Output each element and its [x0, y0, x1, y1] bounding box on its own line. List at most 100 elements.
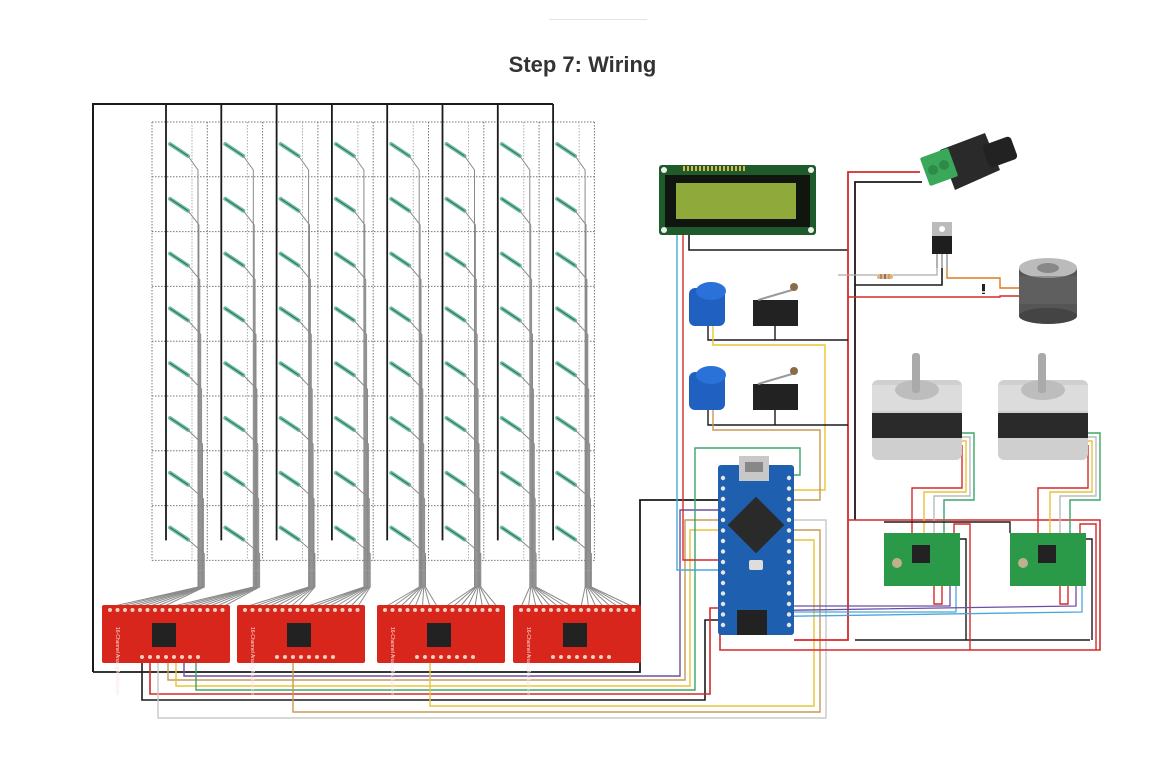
- limit-switch-2: [753, 367, 798, 410]
- wire: [933, 436, 971, 533]
- mux-control-pin: [299, 655, 303, 659]
- mux-input-wire: [222, 570, 261, 608]
- diode: [982, 284, 985, 294]
- nano-pin: [720, 580, 726, 586]
- reed-switch-core: [169, 253, 189, 267]
- mux-pin: [318, 608, 322, 612]
- reed-lead: [353, 155, 365, 571]
- reed-lead: [187, 374, 203, 571]
- mux-control-pin: [455, 655, 459, 659]
- nano-pin: [720, 517, 726, 523]
- limit-switch-1: [753, 283, 798, 326]
- mux-control-pin: [283, 655, 287, 659]
- mux-pin: [549, 608, 553, 612]
- mux-control-pin: [575, 655, 579, 659]
- wire: [884, 521, 1011, 533]
- reed-switch-core: [169, 362, 189, 376]
- wire: [1037, 445, 1089, 533]
- reed-lead: [353, 374, 368, 571]
- reed-switch-core: [556, 143, 576, 157]
- wire: [794, 586, 957, 613]
- section-divider: [549, 19, 647, 20]
- lcd-display: [659, 165, 816, 235]
- reed-lead: [408, 320, 423, 571]
- mux-input-wire: [580, 570, 586, 608]
- mux-input-wire: [588, 570, 612, 608]
- reed-lead: [353, 265, 367, 571]
- resistor: [877, 274, 893, 279]
- mux-pin: [586, 608, 591, 612]
- reed-switch-core: [169, 198, 189, 212]
- mux-pin: [450, 608, 455, 612]
- reed-lead: [187, 320, 202, 571]
- mux-control-pin: [188, 655, 192, 659]
- reed-lead: [574, 484, 591, 571]
- wire: [93, 499, 718, 673]
- mux-pin: [250, 608, 255, 612]
- nano-pin: [786, 486, 792, 491]
- nano-pin: [786, 612, 792, 617]
- nano-pin: [720, 622, 726, 628]
- mux-input-wire: [585, 570, 589, 608]
- reed-lead: [574, 429, 591, 571]
- reed-lead: [187, 484, 204, 571]
- mux-input-wire: [528, 570, 532, 608]
- reed-switch-core: [390, 417, 410, 431]
- push-button-2: [689, 366, 726, 410]
- wire: [1086, 538, 1093, 640]
- mux-pin: [175, 608, 180, 612]
- reed-lead: [464, 320, 478, 571]
- mux-input-wire: [349, 570, 370, 608]
- nano-pin: [786, 580, 792, 586]
- reed-switch-core: [280, 307, 299, 321]
- reed-lead: [519, 429, 535, 571]
- mux-input-wire: [424, 570, 431, 608]
- mux-input-wire: [425, 570, 438, 608]
- mux-control-pin: [463, 655, 467, 659]
- mux-pin: [288, 608, 292, 612]
- mux-input-wire: [342, 570, 369, 608]
- wire: [676, 235, 718, 571]
- reed-switch-core: [335, 198, 355, 212]
- reed-lead: [353, 429, 369, 571]
- mux-control-pin: [140, 655, 144, 659]
- reed-switch-core: [335, 307, 355, 321]
- mux-pin: [480, 608, 485, 612]
- reed-switch-core: [556, 362, 576, 376]
- mux-chip: [427, 623, 451, 647]
- mux-pin: [190, 608, 195, 612]
- mux-pin: [616, 608, 621, 612]
- reed-lead: [187, 429, 203, 571]
- multiplexer-board: 16-Channel Analog Multiplexer: [102, 605, 230, 695]
- mux-control-pin: [291, 655, 295, 659]
- reed-switch-core: [556, 472, 576, 486]
- mux-control-pin: [156, 655, 160, 659]
- reed-switch-core: [335, 527, 355, 541]
- mux-pin: [265, 608, 270, 612]
- reed-lead: [519, 210, 532, 571]
- reed-lead: [298, 374, 313, 571]
- mux-input-wire: [459, 570, 477, 608]
- mux-pin: [390, 608, 395, 612]
- mux-input-wire: [586, 570, 597, 608]
- reed-lead: [298, 320, 312, 571]
- reed-switch-core: [225, 527, 244, 541]
- wire: [183, 509, 718, 677]
- wire: [712, 410, 821, 501]
- mux-input-wire: [109, 570, 199, 608]
- mux-pin: [333, 608, 337, 612]
- reed-lead: [298, 210, 310, 571]
- mux-pin: [495, 608, 500, 612]
- wire: [893, 268, 938, 276]
- reed-lead: [298, 429, 314, 571]
- mux-pin: [220, 608, 225, 612]
- nano-pin: [720, 486, 726, 491]
- reed-switch-core: [501, 143, 521, 157]
- mux-pin: [435, 608, 440, 612]
- mux-control-pin: [275, 655, 279, 659]
- reed-lead: [187, 155, 199, 571]
- mux-input-wire: [467, 570, 478, 608]
- reed-switch-core: [390, 253, 410, 267]
- mux-control-pin: [164, 655, 168, 659]
